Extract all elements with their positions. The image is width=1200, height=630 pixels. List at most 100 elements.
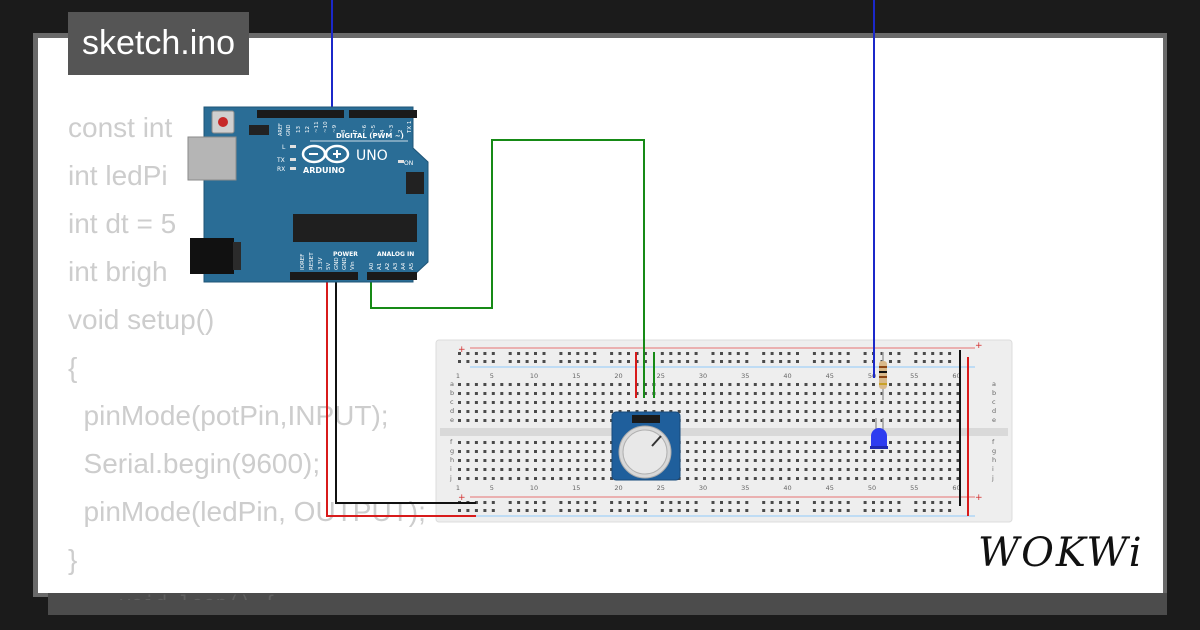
reset-button-cap[interactable] [218, 117, 228, 127]
breadboard-hole [517, 383, 521, 386]
breadboard-hole [677, 509, 681, 512]
breadboard-hole [483, 360, 487, 363]
breadboard-hole [567, 410, 571, 413]
wire-red-5v[interactable] [326, 276, 476, 517]
code-line[interactable]: pinMode(ledPin, OUTPUT); [68, 496, 426, 527]
breadboard-hole [872, 509, 875, 512]
breadboard-hole [551, 419, 554, 422]
breadboard-hole [474, 352, 478, 355]
breadboard-hole [948, 383, 952, 386]
breadboard-hole [762, 477, 766, 480]
breadboard-hole [770, 392, 774, 395]
breadboard-hole [838, 501, 842, 504]
code-line[interactable]: pinMode(potPin,INPUT); [68, 400, 389, 431]
breadboard-hole [804, 441, 808, 444]
code-line[interactable]: int ledPi [68, 160, 168, 191]
breadboard-hole [838, 477, 842, 480]
breadboard-holes [458, 352, 960, 512]
breadboard-hole [508, 419, 512, 422]
breadboard-hole [728, 383, 732, 386]
breadboard-hole [525, 419, 529, 422]
breadboard-hole [720, 401, 723, 404]
breadboard-hole [627, 501, 630, 504]
breadboard-hole [745, 392, 749, 395]
breadboard-hole [736, 419, 740, 422]
breadboard-hole [474, 392, 478, 395]
breadboard-hole [812, 383, 816, 386]
breadboard-hole [483, 392, 487, 395]
wokwi-logo-text: WOKWi [978, 530, 1144, 576]
breadboard-hole [542, 352, 546, 355]
breadboard-hole [736, 450, 740, 453]
breadboard-hole [627, 401, 630, 404]
potentiometer[interactable] [611, 411, 681, 481]
code-line[interactable]: { [68, 352, 78, 383]
breadboard-hole [618, 383, 622, 386]
code-line[interactable]: const int [68, 112, 173, 143]
code-line[interactable]: Serial.begin(9600); [68, 448, 321, 479]
led[interactable] [870, 418, 888, 449]
breadboard-hole [846, 501, 850, 504]
breadboard-hole [601, 459, 605, 462]
breadboard-hole [576, 450, 580, 453]
breadboard-hole [948, 352, 952, 355]
breadboard-hole [711, 383, 715, 386]
breadboard-hole [770, 477, 774, 480]
resistor[interactable] [879, 352, 887, 400]
breadboard-hole [931, 410, 935, 413]
breadboard-column-number: 10 [530, 484, 538, 492]
breadboard-hole [939, 392, 943, 395]
breadboard-hole [728, 419, 732, 422]
breadboard-hole [483, 401, 487, 404]
code-line[interactable]: int brigh [68, 256, 168, 287]
digital-label: DIGITAL (PWM ~) [336, 132, 404, 140]
breadboard-hole [956, 392, 960, 395]
breadboard-hole [753, 459, 757, 462]
analog-label: ANALOG IN [377, 251, 414, 258]
breadboard-hole [804, 477, 808, 480]
breadboard-hole [458, 441, 461, 444]
breadboard-hole [838, 419, 842, 422]
breadboard-hole [812, 459, 816, 462]
breadboard-hole [838, 360, 842, 363]
breadboard-hole [829, 477, 833, 480]
breadboard-row-letter: j [449, 474, 452, 482]
wires[interactable] [326, 0, 969, 517]
code-line[interactable]: void setup() [68, 304, 215, 335]
breadboard-hole [559, 477, 563, 480]
breadboard-hole [686, 419, 690, 422]
breadboard-hole [872, 468, 875, 471]
wire-black-gnd[interactable] [335, 276, 476, 504]
breadboard-hole [694, 392, 698, 395]
breadboard-hole [956, 459, 960, 462]
breadboard-hole [821, 383, 825, 386]
breadboard-hole [829, 410, 833, 413]
wire-green-a0[interactable] [370, 139, 645, 398]
file-tab-title[interactable]: sketch.ino [68, 12, 250, 75]
analog-pin-label: A2 [385, 263, 391, 270]
breadboard-hole [880, 477, 884, 480]
breadboard-hole [551, 392, 554, 395]
breadboard-hole [779, 392, 783, 395]
breadboard-hole [821, 501, 825, 504]
breadboard-hole [720, 441, 723, 444]
breadboard-hole [931, 392, 935, 395]
code-line[interactable]: } [68, 544, 78, 575]
breadboard-hole [474, 509, 478, 512]
rail-plus-top-right: + [975, 341, 983, 351]
code-editor[interactable]: const int int ledPi int dt = 5 int brigh voi… [68, 104, 426, 584]
breadboard-hole [770, 410, 774, 413]
breadboard-hole [745, 383, 749, 386]
code-line[interactable]: int dt = 5 [68, 208, 177, 239]
breadboard-hole [914, 509, 918, 512]
breadboard-hole [905, 383, 909, 386]
breadboard-hole [483, 441, 487, 444]
breadboard-hole [804, 468, 808, 471]
breadboard-hole [880, 509, 884, 512]
led-dome[interactable] [871, 428, 887, 448]
breadboard-hole [559, 441, 563, 444]
breadboard-hole [517, 468, 521, 471]
